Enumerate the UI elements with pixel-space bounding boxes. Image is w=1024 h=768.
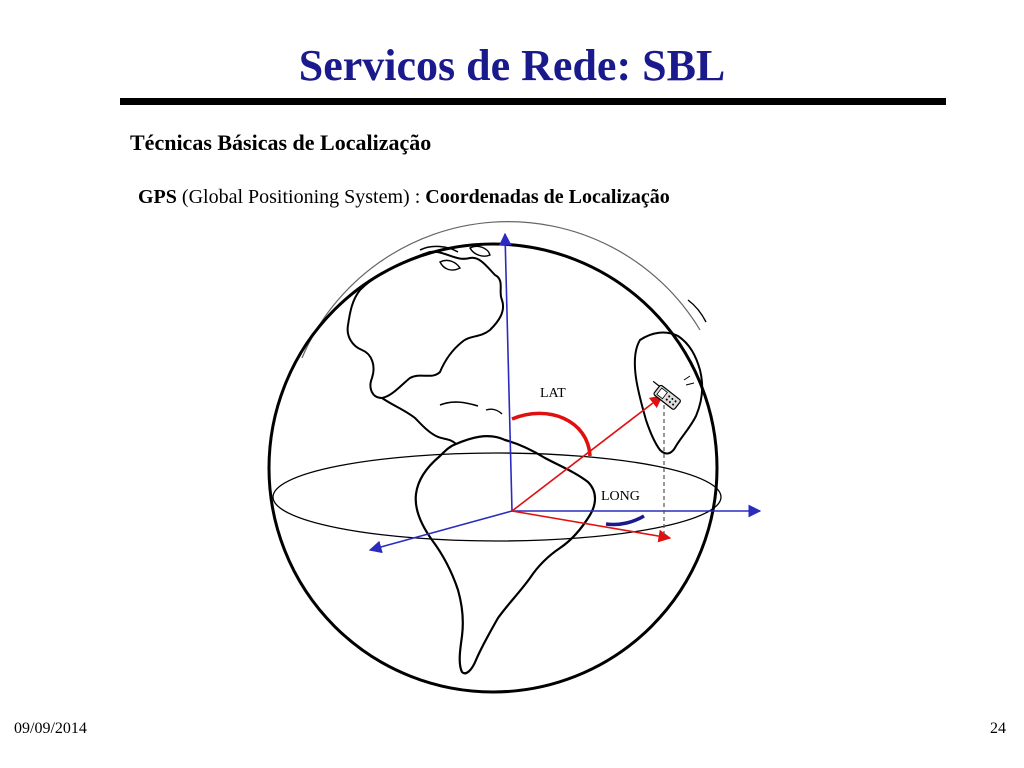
title-divider xyxy=(120,98,946,105)
section-subtitle: Técnicas Básicas de Localização xyxy=(130,130,432,155)
mobile-phone-icon xyxy=(652,380,681,410)
gps-description: GPS (Global Positioning System) : Coorde… xyxy=(138,186,670,209)
lat-label: LAT xyxy=(540,386,566,401)
projection-vector xyxy=(511,510,672,543)
long-arc xyxy=(605,514,645,527)
gps-coordinates-label: Coordenadas de Localização xyxy=(425,186,670,208)
continent-central-america xyxy=(381,397,457,445)
axis-vertical xyxy=(498,232,513,512)
long-label: LONG xyxy=(601,489,640,504)
lat-arc xyxy=(511,411,592,457)
gps-prefix: GPS xyxy=(138,186,177,208)
gps-open-paren: ( xyxy=(176,186,189,208)
continent-north-america xyxy=(346,250,504,400)
equator-ellipse xyxy=(272,452,722,542)
globe-icon xyxy=(267,221,719,694)
position-vector xyxy=(511,395,664,512)
axis-depth xyxy=(368,510,513,554)
slide-date: 09/09/2014 xyxy=(14,720,87,737)
slide-page-number: 24 xyxy=(990,720,1006,737)
slide-title: Servicos de Rede: SBL xyxy=(298,41,726,90)
gps-expansion: Global Positioning System) : xyxy=(188,186,426,208)
continent-africa-edge xyxy=(633,331,704,455)
